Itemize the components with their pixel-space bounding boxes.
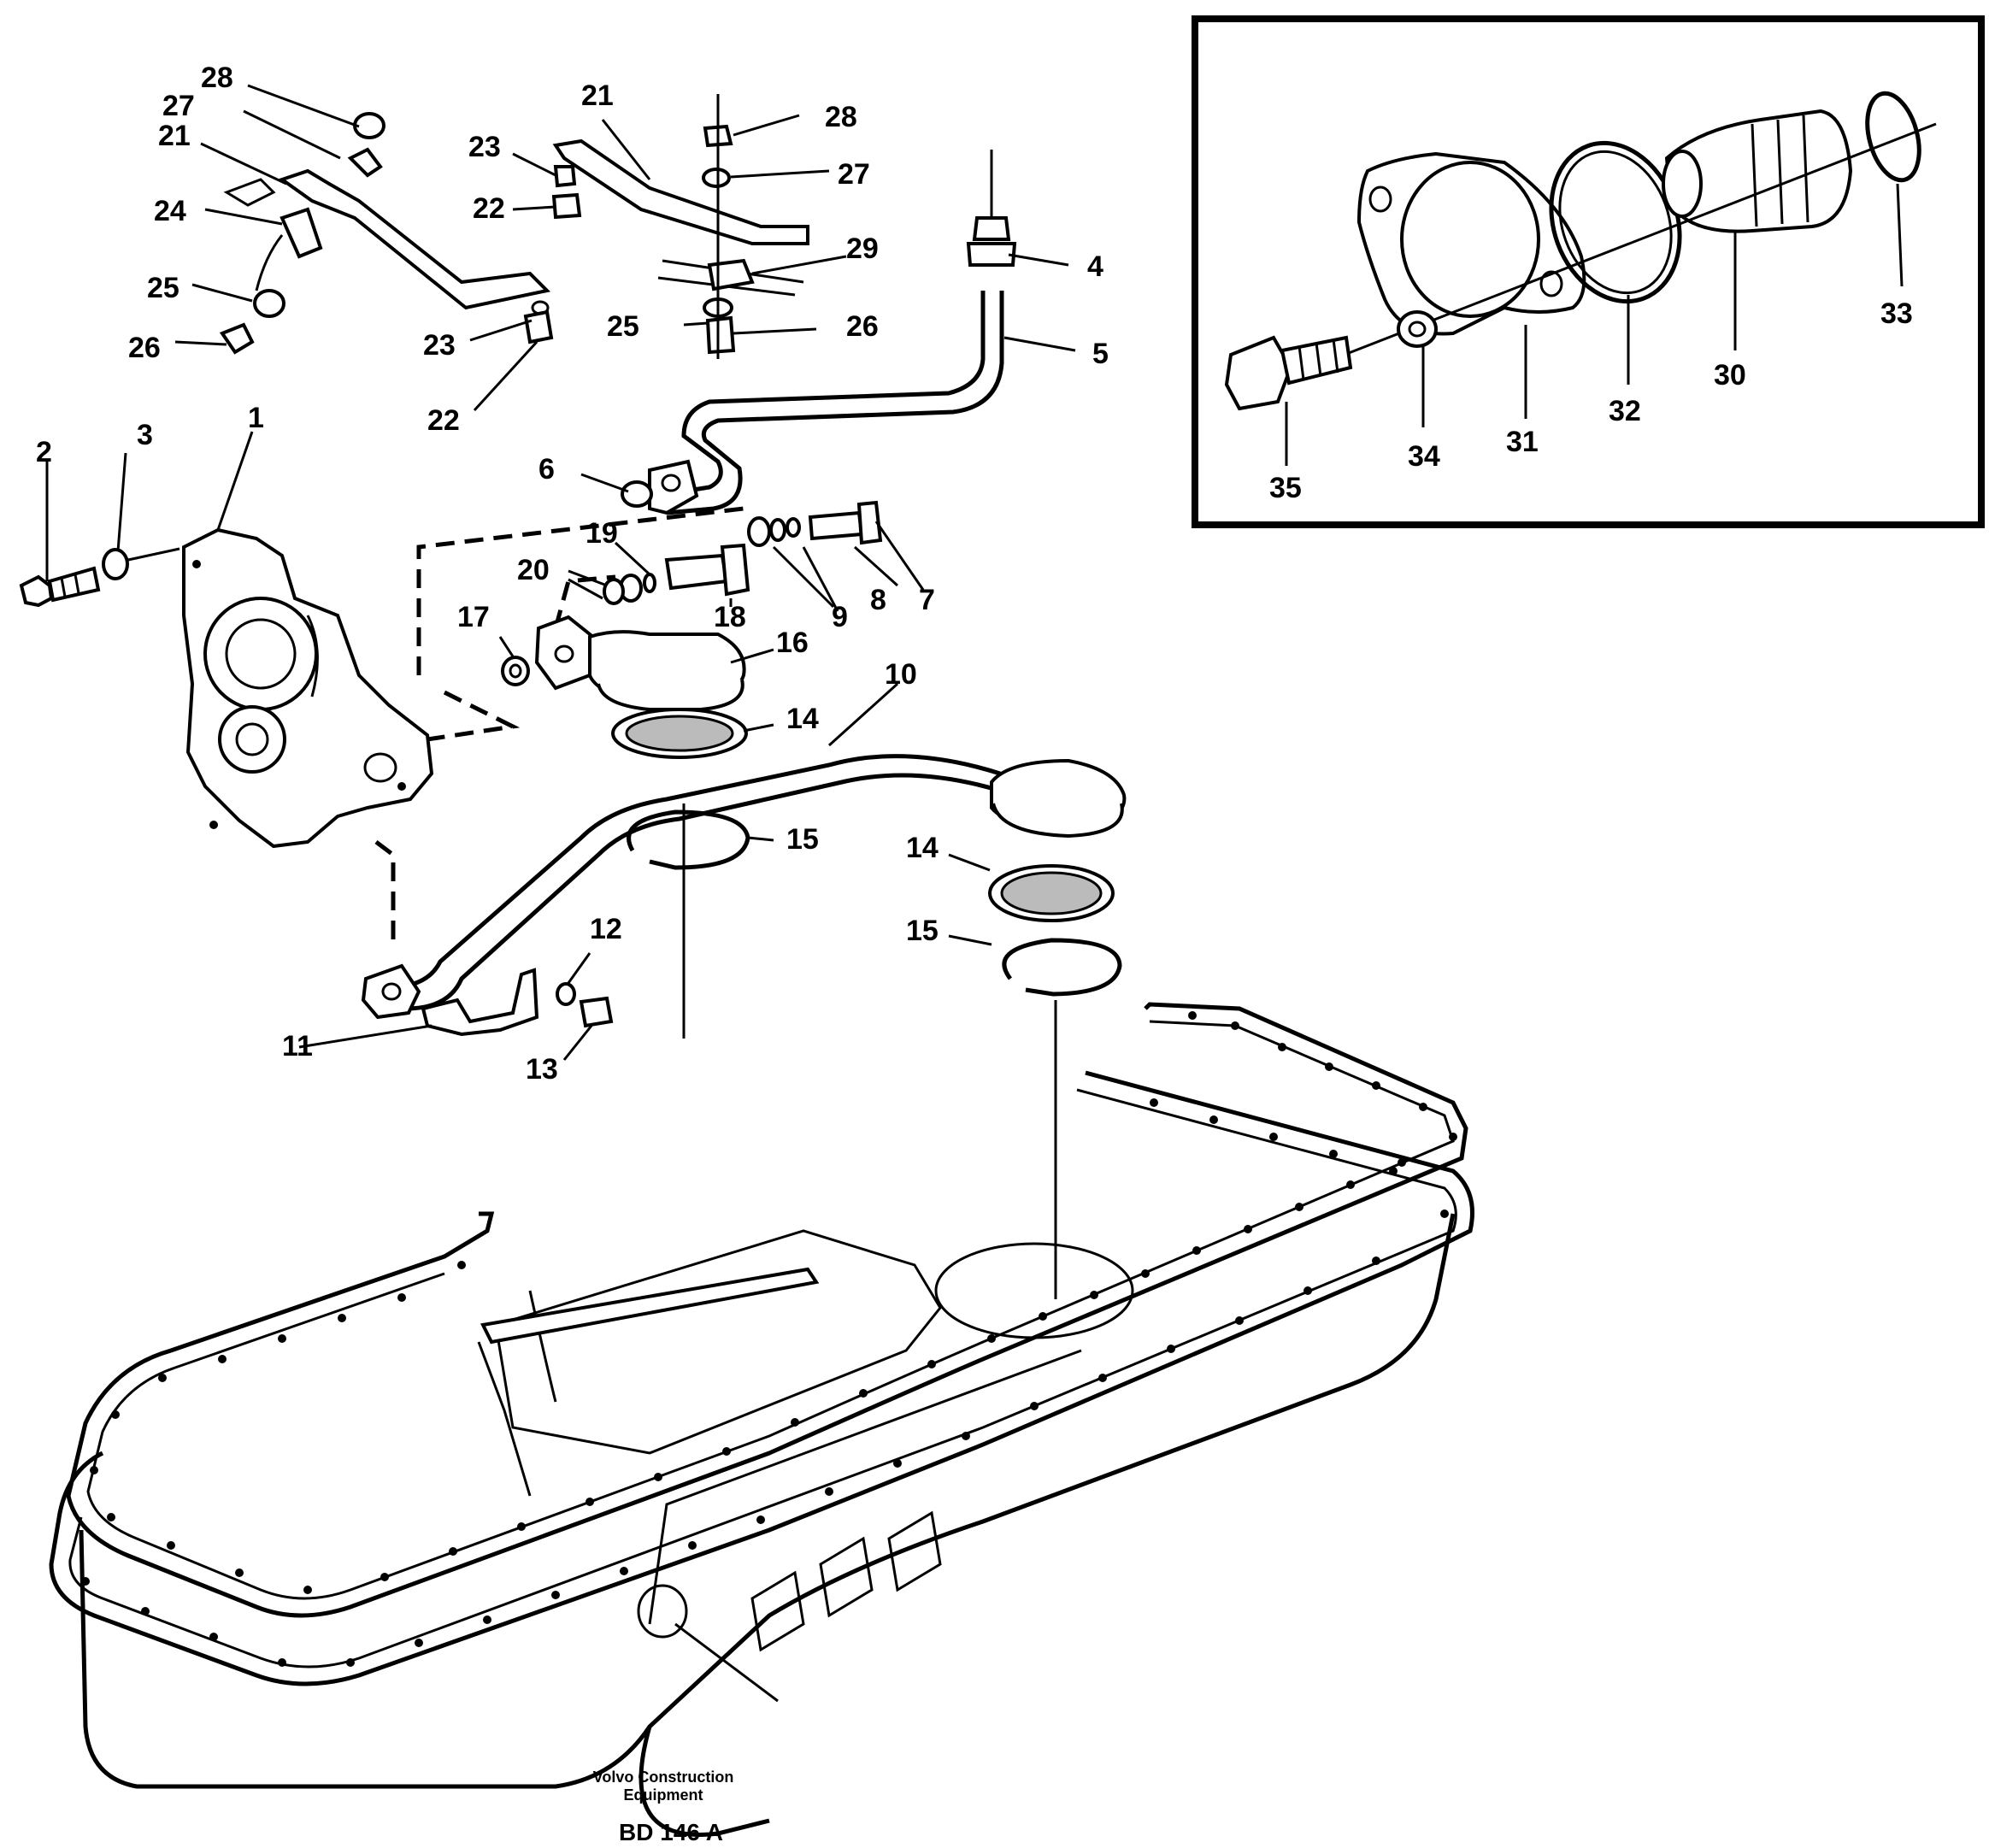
callout-6: 6 [538,453,555,486]
callout-14-upper: 14 [786,703,819,735]
callout-19: 19 [586,517,618,550]
company-name-line1: Volvo Construction [593,1769,734,1786]
inset-detail-box [1192,15,1985,528]
drawing-code: BD 146 A [619,1819,723,1845]
callout-11: 11 [282,1030,313,1062]
callout-21-right: 21 [581,79,614,112]
callout-13: 13 [526,1053,558,1086]
callout-9: 9 [832,601,848,633]
callout-15-right: 15 [906,915,939,947]
callout-33: 33 [1880,297,1913,330]
callout-26-left: 26 [128,332,161,364]
callout-18: 18 [714,601,746,633]
callout-27-left: 27 [162,90,195,122]
callout-10: 10 [885,658,917,691]
callout-30: 30 [1714,359,1746,391]
callout-23-lower: 23 [423,329,456,362]
callout-4: 4 [1087,250,1103,283]
callout-7: 7 [919,584,935,616]
callout-28-left: 28 [201,62,233,94]
callout-8: 8 [870,584,886,616]
callout-22-upper: 22 [473,192,505,225]
callout-23-upper: 23 [468,131,501,163]
callout-32: 32 [1609,395,1641,427]
callout-16: 16 [776,627,809,659]
callout-25-left: 25 [147,272,179,304]
callout-27-right: 27 [838,158,870,191]
callout-25-right: 25 [607,310,639,343]
callout-26-right: 26 [846,310,879,343]
callout-3: 3 [137,419,153,451]
callout-31: 31 [1506,426,1539,458]
callout-12: 12 [590,913,622,945]
callout-15-left: 15 [786,823,819,856]
callout-35: 35 [1269,472,1302,504]
callout-22-lower: 22 [427,404,460,437]
right-bracket-assembly [551,94,809,359]
callout-17: 17 [457,601,490,633]
callout-1: 1 [248,402,264,434]
callout-14-lower: 14 [906,832,939,864]
callout-21-left: 21 [158,120,191,152]
oil-pump [182,527,434,849]
callout-5: 5 [1092,338,1109,370]
callout-20: 20 [517,554,550,586]
part-callouts: 1 2 3 4 5 6 7 8 9 10 11 12 13 14 14 15 1… [36,62,1913,1086]
callout-34: 34 [1408,440,1440,473]
callout-28-right: 28 [825,101,857,133]
drawing-caption: Volvo Construction Equipment BD 146 A [593,1769,734,1845]
company-name-line2: Equipment [624,1786,703,1804]
left-bracket-assembly [219,112,554,355]
oil-sump [49,1002,1474,1837]
callout-29: 29 [846,232,879,265]
callout-24: 24 [154,195,186,227]
callout-2: 2 [36,436,52,468]
